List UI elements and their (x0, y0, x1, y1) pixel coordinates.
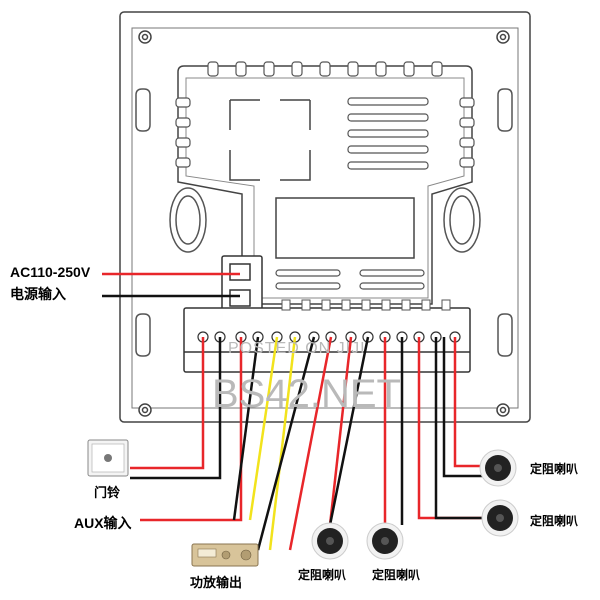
speaker-bottom-left (311, 522, 349, 560)
top-notches (207, 61, 443, 77)
terminal-tabs (281, 299, 451, 311)
speaker-label: 定阻喇叭 (530, 462, 579, 476)
power-wires (102, 272, 240, 298)
aux-input-wires (140, 336, 279, 522)
doorbell-device (87, 439, 129, 477)
speaker-label: 定阻喇叭 (530, 514, 579, 528)
module-body (177, 65, 473, 305)
watermark-large: BS42.NET (212, 372, 401, 416)
label-plate (275, 197, 415, 259)
mounting-slots (135, 88, 513, 357)
speaker-wires (328, 336, 498, 526)
screw-holes (138, 30, 510, 417)
power-voltage-label: AC110-250V (10, 264, 91, 280)
doorbell-label: 门铃 (94, 485, 121, 500)
side-notches (175, 97, 475, 168)
speaker-label: 定阻喇叭 (372, 568, 421, 582)
speaker-right-top (479, 449, 517, 487)
power-terminal-block (221, 255, 263, 311)
dashed-square-marker (229, 99, 311, 181)
vent-slots (347, 97, 429, 170)
speaker-label: 定阻喇叭 (298, 568, 347, 582)
amp-output-wires (256, 336, 333, 551)
amplifier-device (191, 543, 259, 567)
power-input-label: 电源输入 (10, 286, 66, 302)
speaker-bottom-mid (366, 522, 404, 560)
amp-output-label: 功放输出 (190, 575, 243, 590)
panel-back-plate (119, 11, 531, 423)
lower-vents (275, 269, 425, 290)
aux-input-label: AUX输入 (74, 515, 132, 531)
watermark-small: POSTED ON JIJI (228, 340, 366, 357)
speaker-right-bottom (481, 499, 519, 537)
doorbell-wires (130, 337, 222, 480)
